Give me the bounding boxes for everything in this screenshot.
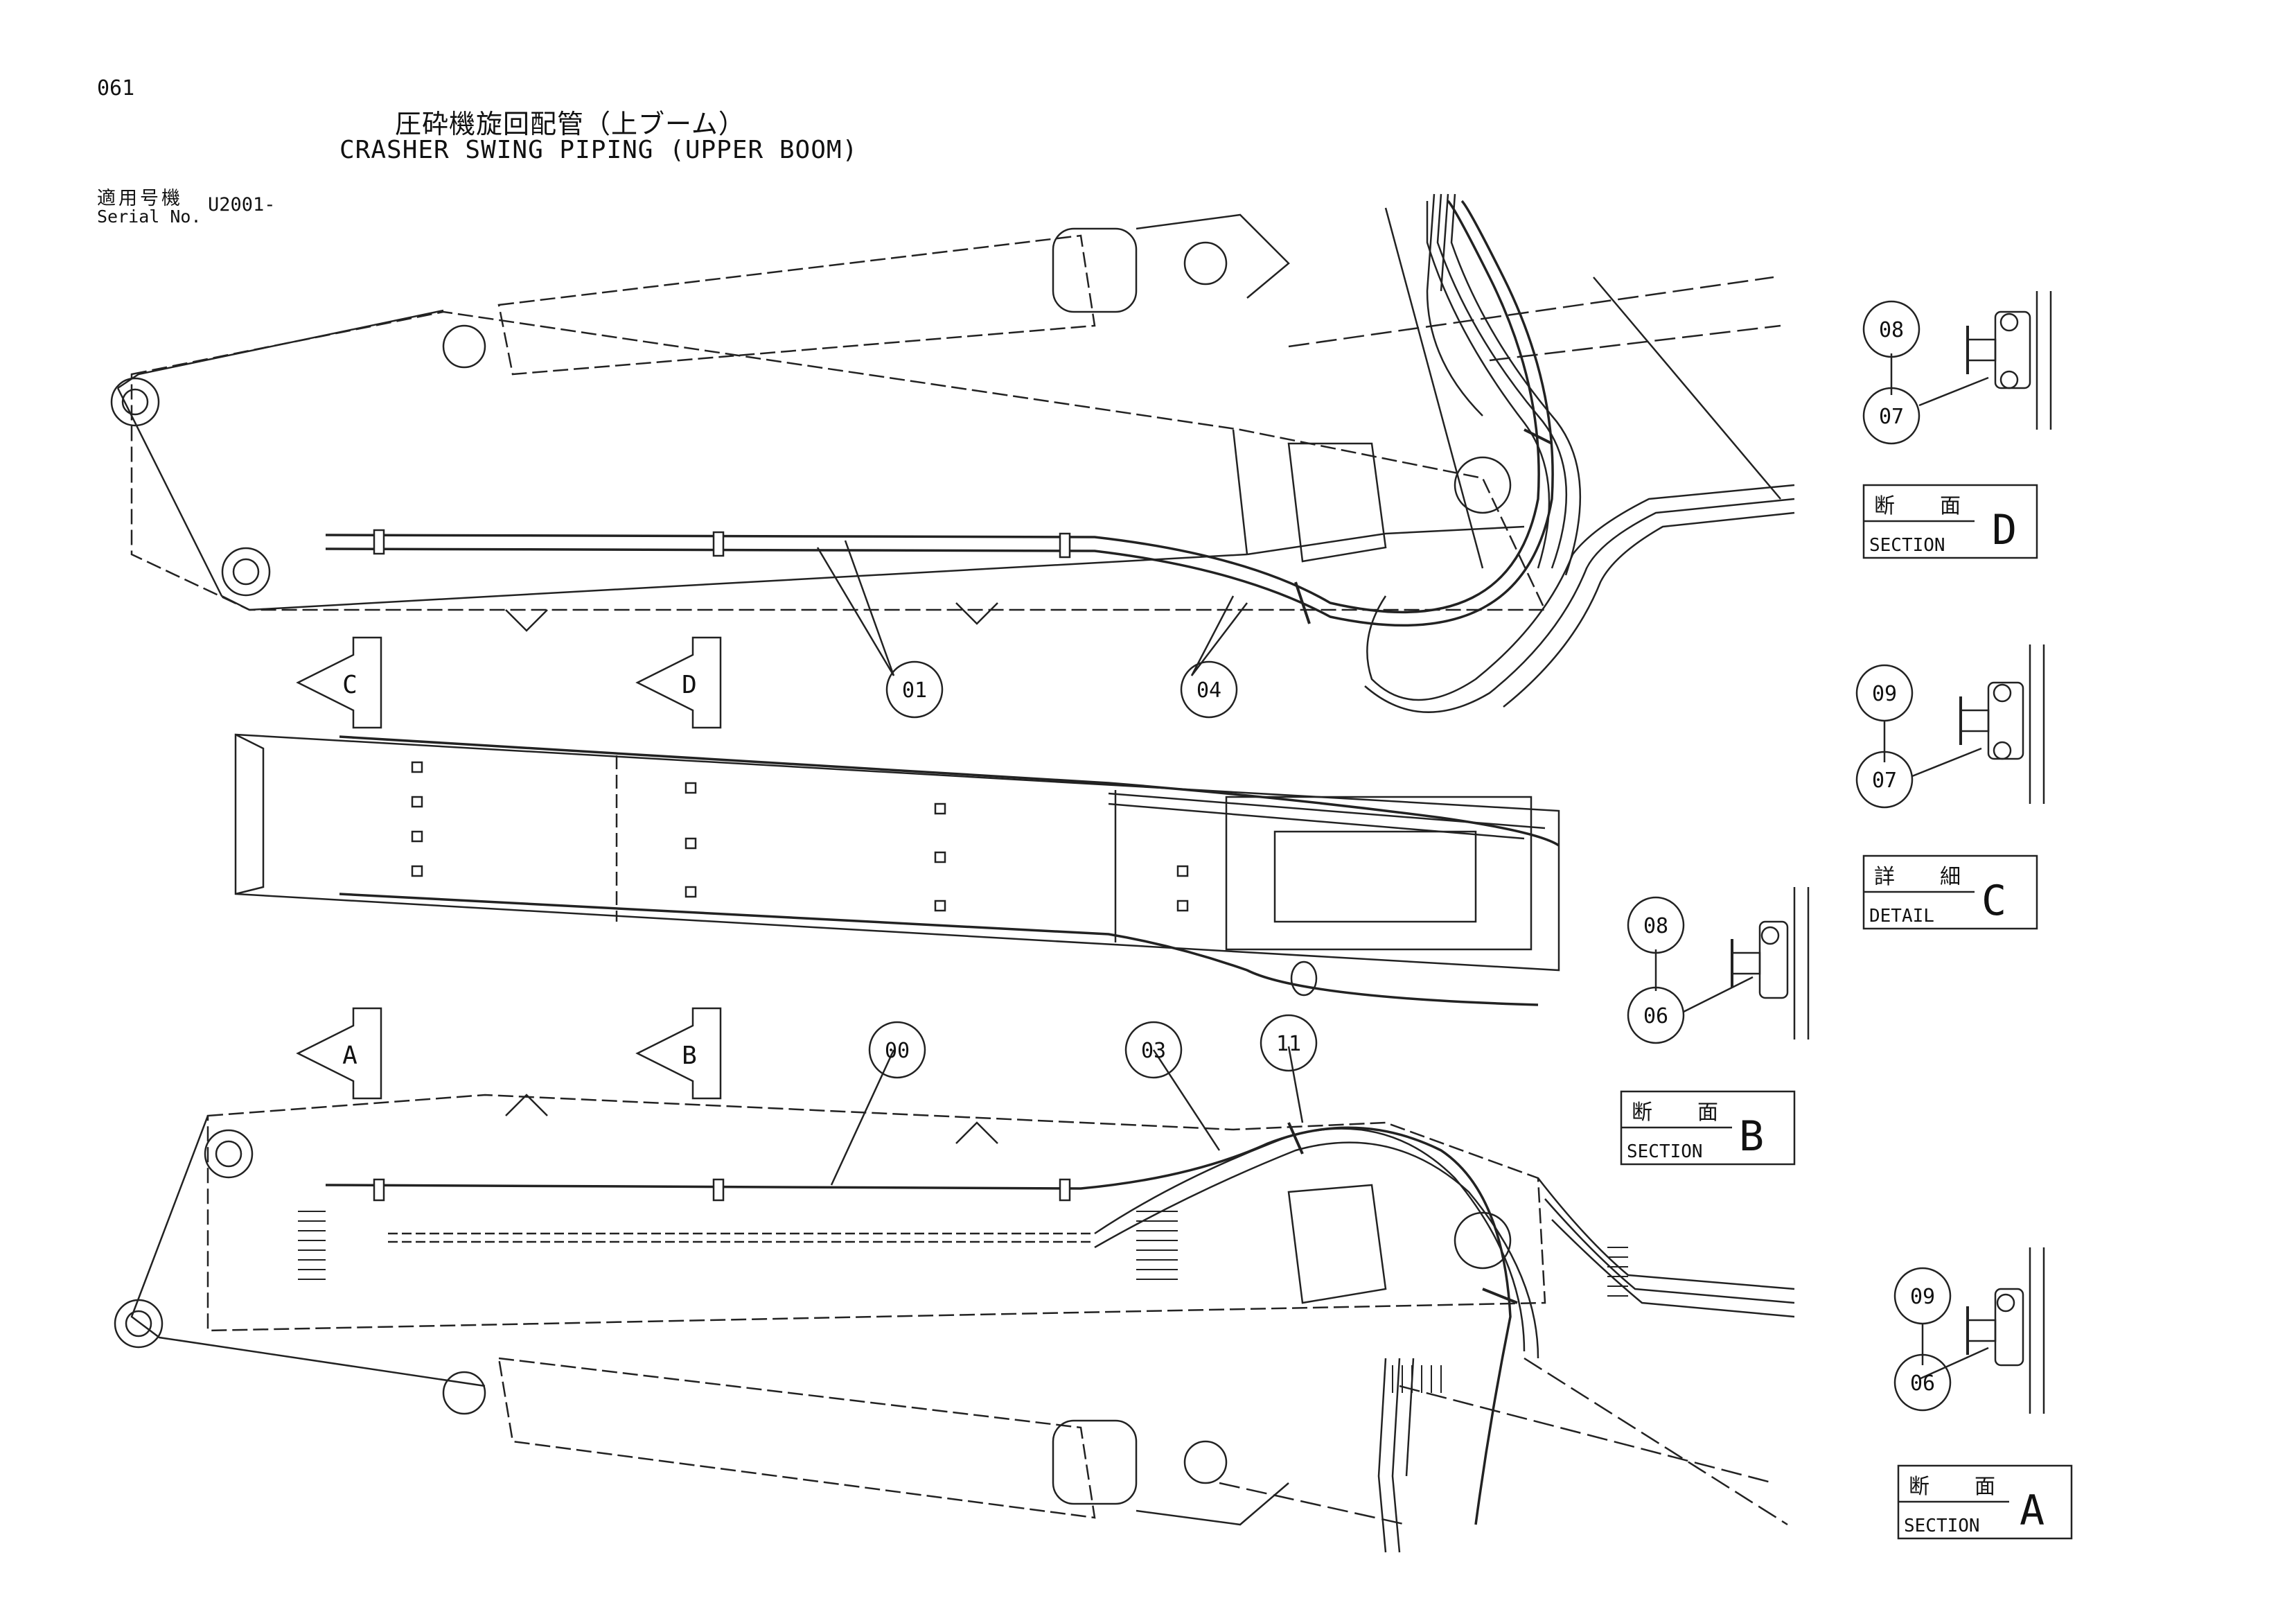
callout-d-07 bbox=[1862, 387, 1920, 445]
view-arrow-a-label: A bbox=[342, 1042, 357, 1070]
section-a-letter: A bbox=[2020, 1486, 2045, 1535]
section-b-letter: B bbox=[1739, 1112, 1764, 1161]
view-arrow-b-label: B bbox=[682, 1042, 697, 1070]
callout-11 bbox=[1260, 1014, 1318, 1072]
section-d-jp-right: 面 bbox=[1940, 494, 1961, 518]
section-c-letter: C bbox=[1981, 877, 2006, 925]
section-a-jp-left: 断 bbox=[1909, 1475, 1929, 1499]
callout-c-07-label: 07 bbox=[1872, 769, 1897, 793]
section-d-en: SECTION bbox=[1869, 535, 1945, 556]
view-arrow-d-label: D bbox=[682, 671, 697, 699]
section-b-jp-left: 断 bbox=[1632, 1100, 1652, 1125]
view-arrow-a bbox=[296, 1007, 382, 1100]
callout-c-07 bbox=[1855, 751, 1914, 809]
callout-a-09 bbox=[1893, 1267, 1952, 1325]
detail-sketch-b bbox=[1654, 887, 1810, 1039]
section-c-en: DETAIL bbox=[1869, 906, 1934, 927]
callout-d-08 bbox=[1862, 300, 1920, 358]
serial-label-english: Serial No. bbox=[97, 207, 202, 227]
callout-04 bbox=[1180, 660, 1238, 719]
title-english: CRASHER SWING PIPING (UPPER BOOM) bbox=[339, 136, 858, 164]
section-d-letter: D bbox=[1992, 506, 2017, 554]
callout-04-label: 04 bbox=[1196, 678, 1221, 703]
title-japanese: 圧砕機旋回配管（上ブーム） bbox=[395, 109, 745, 139]
callout-a-06 bbox=[1893, 1353, 1952, 1412]
callout-a-06-label: 06 bbox=[1910, 1371, 1935, 1396]
callout-d-08-label: 08 bbox=[1879, 318, 1904, 342]
upper-boom-plan-view bbox=[234, 733, 1560, 1006]
callout-00-label: 00 bbox=[885, 1039, 910, 1063]
upper-boom-top-view bbox=[110, 193, 1795, 713]
section-c-jp-right: 細 bbox=[1940, 865, 1961, 889]
callout-b-06 bbox=[1627, 986, 1685, 1044]
page-number: 061 bbox=[97, 76, 135, 100]
view-arrow-b bbox=[635, 1007, 722, 1100]
callout-d-07-label: 07 bbox=[1879, 405, 1904, 429]
callout-11-label: 11 bbox=[1276, 1032, 1301, 1056]
callout-03-label: 03 bbox=[1141, 1039, 1166, 1063]
callout-b-06-label: 06 bbox=[1643, 1004, 1668, 1028]
detail-sketch-a bbox=[1918, 1247, 2045, 1414]
callout-c-09-label: 09 bbox=[1872, 682, 1897, 706]
section-c-jp-left: 詳 bbox=[1874, 865, 1895, 889]
callout-a-09-label: 09 bbox=[1910, 1285, 1935, 1309]
section-b-en: SECTION bbox=[1627, 1141, 1703, 1162]
callout-00 bbox=[868, 1021, 926, 1079]
view-arrow-d bbox=[635, 636, 722, 729]
view-arrow-c-label: C bbox=[342, 671, 357, 699]
view-arrow-c bbox=[296, 636, 382, 729]
detail-sketch-c bbox=[1883, 644, 2045, 804]
serial-label-japanese: 適用号機 bbox=[97, 188, 183, 209]
upper-boom-side-view bbox=[114, 1094, 1795, 1553]
callout-b-08-label: 08 bbox=[1643, 914, 1668, 938]
section-a-jp-right: 面 bbox=[1975, 1475, 1995, 1499]
detail-sketch-d bbox=[1890, 291, 2052, 430]
callout-01 bbox=[885, 660, 944, 719]
callout-03 bbox=[1124, 1021, 1183, 1079]
section-d-jp-left: 断 bbox=[1874, 494, 1895, 518]
callout-b-08 bbox=[1627, 896, 1685, 954]
callout-c-09 bbox=[1855, 664, 1914, 722]
section-a-en: SECTION bbox=[1904, 1516, 1980, 1536]
section-b-jp-right: 面 bbox=[1697, 1100, 1718, 1125]
serial-value: U2001- bbox=[208, 194, 276, 216]
callout-01-label: 01 bbox=[902, 678, 927, 703]
